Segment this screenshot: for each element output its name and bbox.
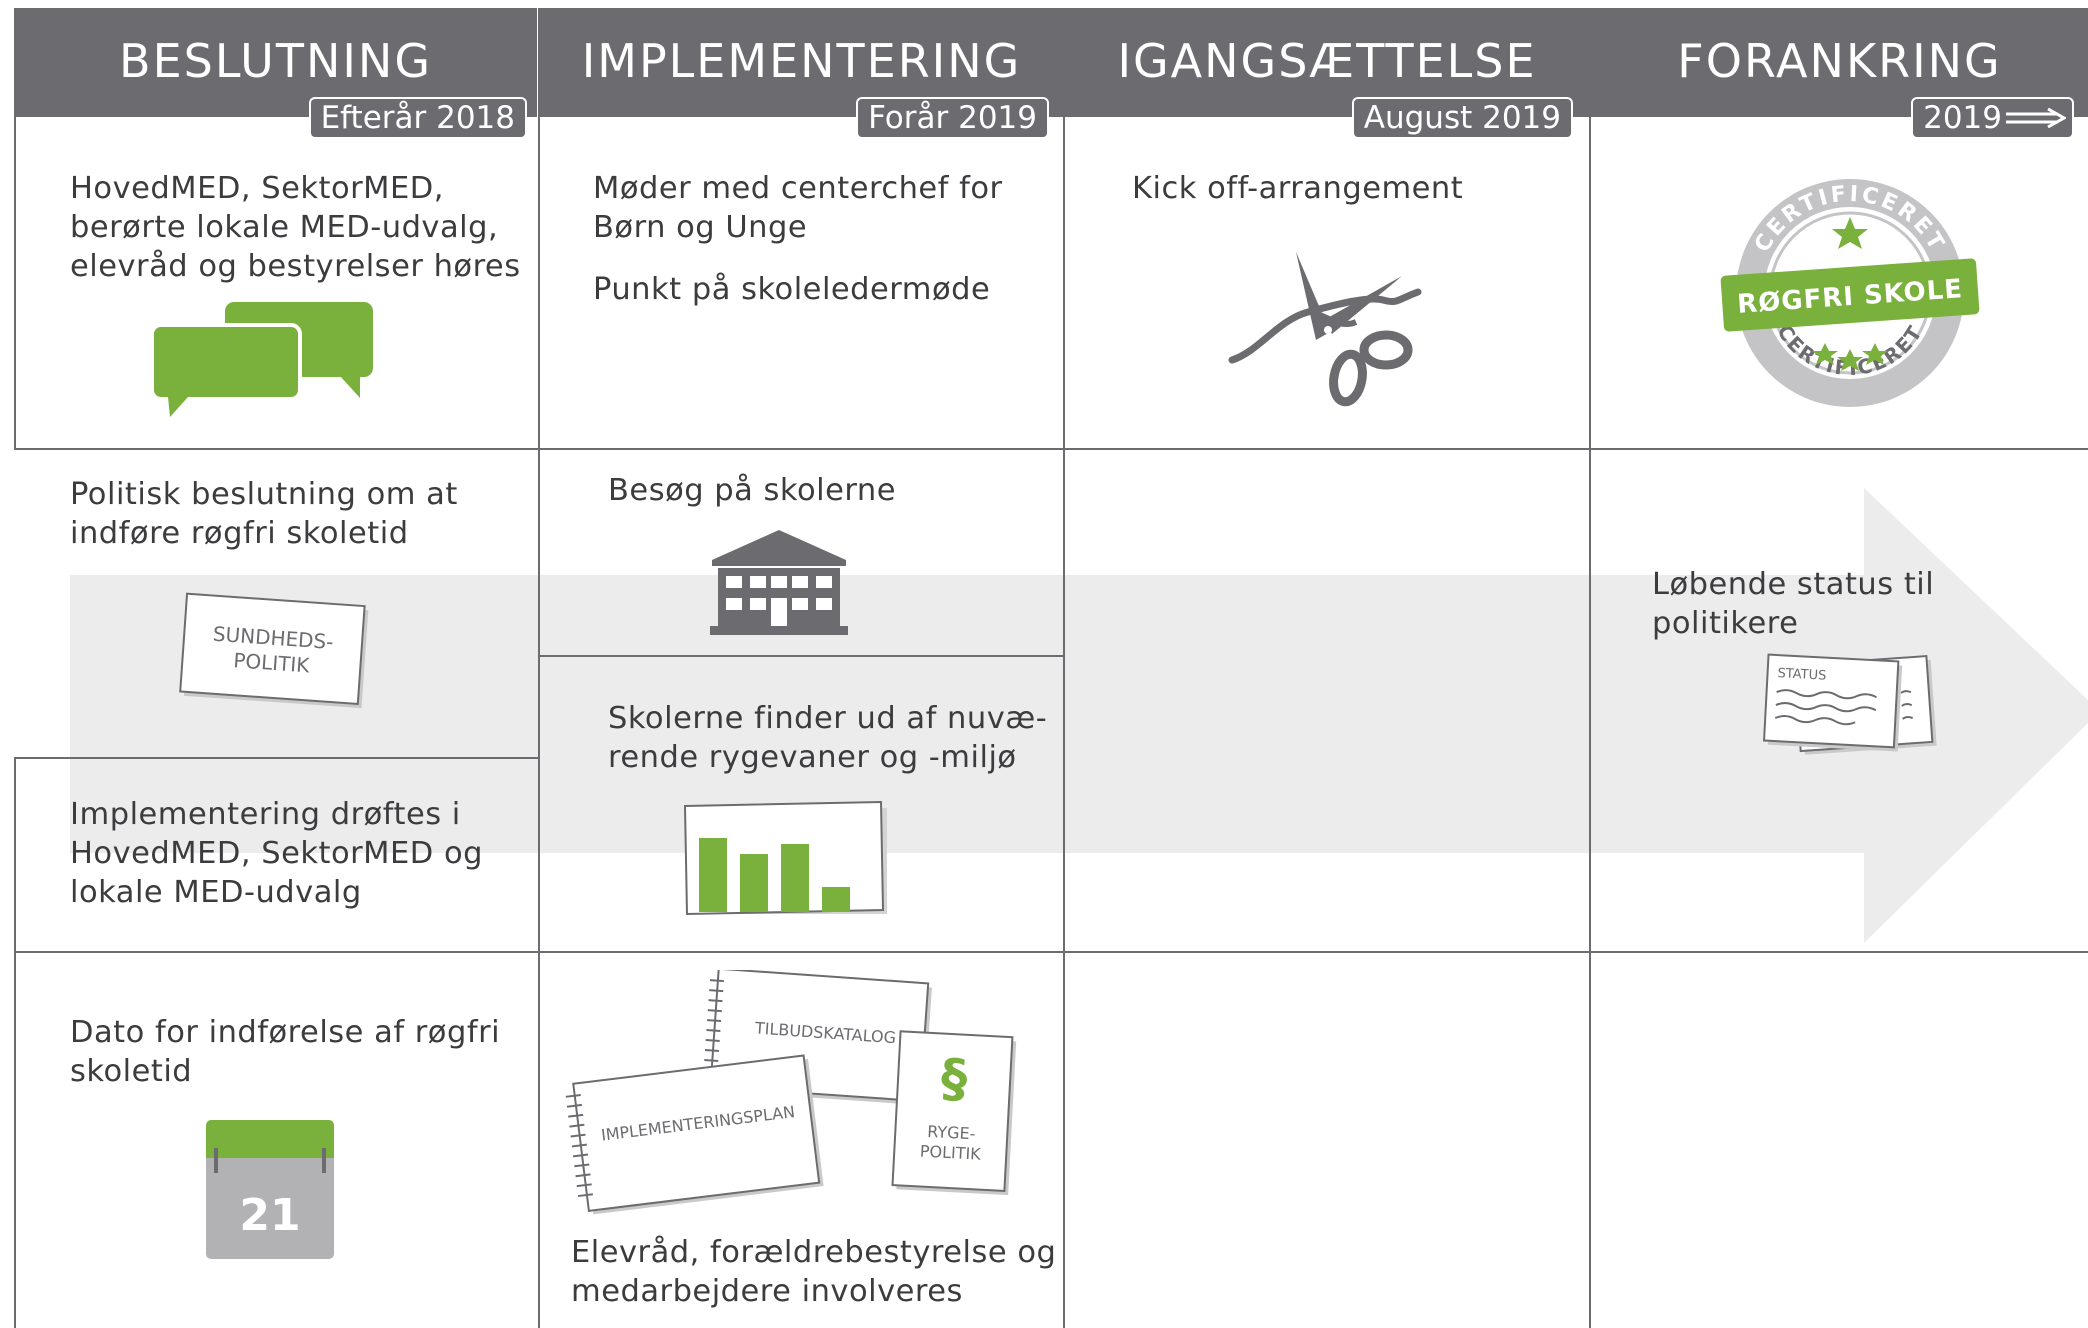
cell-rygevaner: Skolerne finder ud af nuvæ- rende rygeva… bbox=[608, 701, 1048, 775]
column-title: FORANKRING bbox=[1677, 34, 2002, 88]
column-header-beslutning: BESLUTNING Efterår 2018 bbox=[14, 8, 537, 139]
cell-moeder: Møder med centerchef for Børn og Unge bbox=[593, 171, 1003, 245]
calendar-icon: 21 bbox=[206, 1120, 334, 1259]
row-divider bbox=[14, 448, 2088, 450]
cell-hoering: HovedMED, SektorMED, berørte lokale MED-… bbox=[70, 171, 521, 284]
column-header-forankring: FORANKRING 2019 bbox=[1591, 8, 2088, 139]
cell-loebende-status: Løbende status til politikere bbox=[1652, 567, 1935, 641]
svg-text:§: § bbox=[940, 1049, 969, 1110]
column-title: BESLUTNING bbox=[119, 34, 432, 88]
school-building-icon bbox=[710, 530, 848, 635]
scissors-ribbon-icon bbox=[1228, 252, 1422, 407]
cell-involveres: Elevråd, forældrebestyrelse og medarbejd… bbox=[571, 1235, 1057, 1309]
column-header-igangsaettelse: IGANGSÆTTELSE August 2019 bbox=[1065, 8, 1589, 139]
column-divider bbox=[538, 8, 540, 1328]
cell-dato: Dato for indførelse af røgfri skoletid bbox=[70, 1015, 501, 1089]
date-tag: August 2019 bbox=[1351, 97, 1573, 139]
cell-besoeg: Besøg på skolerne bbox=[608, 473, 897, 508]
speech-bubbles-icon bbox=[150, 302, 373, 417]
date-tag: Forår 2019 bbox=[856, 97, 1049, 139]
column-title: IMPLEMENTERING bbox=[581, 34, 1022, 88]
column-title: IGANGSÆTTELSE bbox=[1117, 34, 1537, 88]
row-divider bbox=[14, 951, 2088, 953]
left-border bbox=[14, 117, 16, 448]
bar-chart-card-icon bbox=[683, 800, 887, 916]
svg-text:RYGE-: RYGE- bbox=[927, 1122, 976, 1143]
documents-icon: TILBUDSKATALOG § RYGE- POLITIK IMPLEMENT… bbox=[565, 970, 1017, 1215]
date-text: 2019 bbox=[1923, 100, 2002, 136]
cell-skoleledermoede: Punkt på skoleledermøde bbox=[593, 272, 991, 307]
column-header-implementering: IMPLEMENTERING Forår 2019 bbox=[540, 8, 1063, 139]
date-tag: 2019 bbox=[1911, 97, 2074, 139]
cell-implementering-droeftes: Implementering drøftes i HovedMED, Sekto… bbox=[70, 797, 483, 910]
svg-text:POLITIK: POLITIK bbox=[233, 648, 311, 677]
svg-text:21: 21 bbox=[239, 1190, 300, 1241]
date-tag: Efterår 2018 bbox=[308, 97, 527, 139]
row-divider bbox=[14, 757, 539, 759]
sundhedspolitik-card-icon: SUNDHEDS- POLITIK bbox=[179, 592, 369, 709]
status-cards-icon: STATUS bbox=[1762, 653, 1937, 755]
long-arrow-icon bbox=[2006, 108, 2066, 128]
svg-text:STATUS: STATUS bbox=[1777, 666, 1826, 684]
cell-politisk-beslutning: Politisk beslutning om at indføre røgfri… bbox=[70, 477, 458, 551]
column-divider bbox=[1589, 8, 1591, 1328]
left-border bbox=[14, 758, 16, 1328]
svg-text:POLITIK: POLITIK bbox=[919, 1141, 981, 1163]
certificate-badge-icon: CERTIFICERET CERTIFICERET RØGFRI SKOLE bbox=[1720, 179, 1980, 407]
column-divider bbox=[1063, 8, 1065, 1328]
row-divider bbox=[538, 655, 1064, 657]
cell-kick-off: Kick off-arrangement bbox=[1132, 171, 1464, 206]
